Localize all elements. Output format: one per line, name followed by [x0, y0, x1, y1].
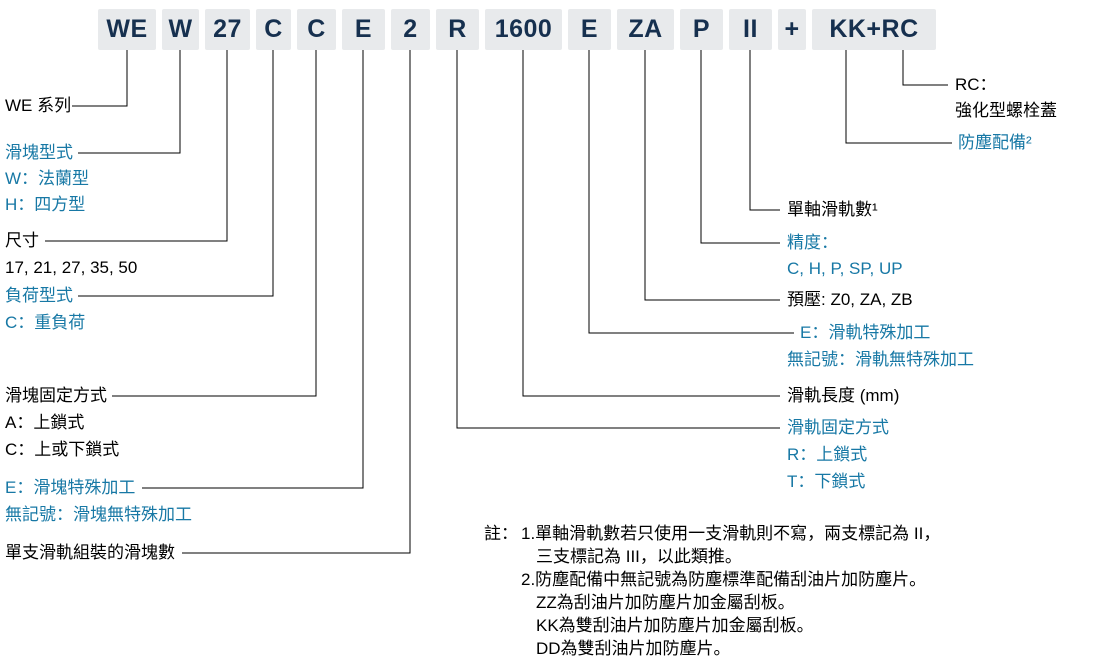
code-segment-rail-length: 1600	[485, 9, 562, 50]
footnote-line: KK為雙刮油片加防塵片加金屬刮板。	[536, 616, 814, 635]
footnote-line: 三支標記為 III，以此類推。	[536, 547, 742, 566]
label-rail-fixing-option-r: R：上鎖式	[787, 445, 868, 464]
label-bolt-cap-desc: 強化型螺栓蓋	[955, 101, 1057, 120]
code-segment-block-fixing: C	[297, 9, 336, 50]
connector-dust-protection	[845, 50, 952, 144]
label-load-type-option-c: C：重負荷	[5, 313, 86, 332]
code-segment-block-type: W	[162, 9, 199, 50]
label-block-special-none: 無記號：滑塊無特殊加工	[5, 505, 192, 524]
code-segment-dust-protection: KK+RC	[812, 9, 936, 50]
label-block-fixing-title: 滑塊固定方式	[5, 386, 107, 405]
code-segment-rail-fixing: R	[436, 9, 479, 50]
footnote-line: ZZ為刮油片加防塵片加金屬刮板。	[536, 593, 795, 612]
label-preload: 預壓: Z0, ZA, ZB	[787, 290, 913, 309]
label-rail-fixing-title: 滑軌固定方式	[787, 418, 889, 437]
connector-block-fixing	[112, 50, 317, 397]
label-precision-title: 精度：	[787, 233, 838, 252]
label-rail-length: 滑軌長度 (mm)	[787, 386, 900, 405]
code-segment-block-special: E	[342, 9, 385, 50]
label-load-type-title: 負荷型式	[5, 286, 73, 305]
code-segment-plus: +	[778, 9, 806, 50]
code-segment-precision: P	[680, 9, 723, 50]
code-segment-load-type: C	[256, 9, 291, 50]
label-rail-fixing-option-t: T：下鎖式	[787, 472, 866, 491]
label-size-values: 17, 21, 27, 35, 50	[5, 258, 138, 277]
connector-rail-length	[522, 50, 780, 397]
connector-bolt-cap	[902, 50, 948, 86]
connector-blocks-per-rail	[182, 50, 411, 554]
label-rails-per-axis: 單軸滑軌數¹	[787, 200, 878, 219]
label-dust-protection: 防塵配備²	[958, 133, 1032, 152]
label-rail-special-e: E：滑軌特殊加工	[800, 323, 931, 342]
connector-preload	[644, 50, 780, 301]
footnote-line: 1.單軸滑軌數若只使用一支滑軌則不寫，兩支標記為 II，	[521, 524, 941, 543]
connector-we-series	[72, 50, 128, 107]
label-block-type-option-h: H：四方型	[5, 195, 86, 214]
connector-block-type	[78, 50, 181, 154]
label-bolt-cap-code: RC：	[955, 75, 997, 94]
connector-rails-per-axis	[749, 50, 780, 211]
code-segment-block-count: 2	[391, 9, 430, 50]
code-segment-preload: ZA	[617, 9, 674, 50]
label-rail-special-none: 無記號：滑軌無特殊加工	[787, 350, 974, 369]
connector-rail-fixing	[456, 50, 780, 429]
connector-rail-special	[588, 50, 794, 334]
connector-precision	[700, 50, 780, 244]
label-block-type-option-w: W：法蘭型	[5, 169, 90, 188]
label-block-fixing-option-a: A：上鎖式	[5, 413, 85, 432]
code-segment-rails-per-axis: II	[729, 9, 772, 50]
label-block-fixing-option-c: C：上或下鎖式	[5, 440, 120, 459]
code-segment-size: 27	[205, 9, 250, 50]
label-size-title: 尺寸	[5, 231, 39, 250]
code-segment-series: WE	[98, 9, 156, 50]
label-block-type-title: 滑塊型式	[5, 143, 73, 162]
code-segment-rail-special: E	[568, 9, 611, 50]
connector-block-special	[142, 50, 364, 489]
footnote-line: DD為雙刮油片加防塵片。	[536, 639, 731, 658]
label-block-special-e: E：滑塊特殊加工	[5, 478, 136, 497]
label-we-series: WE 系列	[5, 96, 72, 115]
footnote-line: 2.防塵配備中無記號為防塵標準配備刮油片加防塵片。	[521, 570, 927, 589]
label-blocks-per-rail: 單支滑軌組裝的滑塊數	[5, 543, 175, 562]
label-precision-values: C, H, P, SP, UP	[787, 259, 903, 278]
footnote-prefix: 註：	[484, 524, 518, 543]
